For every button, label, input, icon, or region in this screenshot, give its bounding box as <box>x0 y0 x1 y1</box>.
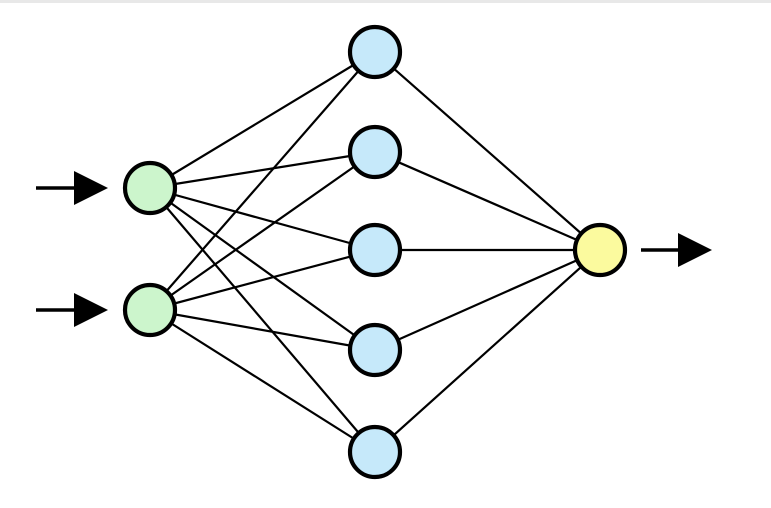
node-hid-4[interactable] <box>347 322 403 378</box>
edge-hid-1-to-out-1 <box>373 50 602 252</box>
edges-group <box>148 50 602 454</box>
edge-in-2-to-hid-1 <box>148 50 377 312</box>
edge-in-2-to-hid-4 <box>148 308 377 352</box>
input-arrow-1 <box>36 171 108 205</box>
input-arrow-2-head <box>74 293 108 327</box>
input-layer <box>122 160 178 338</box>
edge-in-2-to-hid-3 <box>148 248 377 312</box>
edge-in-1-to-hid-2 <box>148 150 377 190</box>
edge-hid-5-to-out-1 <box>373 248 602 454</box>
edge-in-2-to-hid-2 <box>148 150 377 312</box>
edge-hid-2-to-out-1 <box>373 150 602 252</box>
output-arrow-1 <box>641 233 712 267</box>
edge-hid-4-to-out-1 <box>373 248 602 352</box>
node-out-1[interactable] <box>572 222 628 278</box>
node-hid-1[interactable] <box>347 24 403 80</box>
node-hid-2[interactable] <box>347 124 403 180</box>
input-arrow-2 <box>36 293 108 327</box>
edge-in-1-to-hid-1 <box>148 50 377 190</box>
node-hid-5[interactable] <box>347 424 403 480</box>
output-arrow-1-head <box>678 233 712 267</box>
edge-in-1-to-hid-3 <box>148 186 377 252</box>
edge-in-2-to-hid-5 <box>148 308 377 454</box>
top-band-divider <box>0 0 771 3</box>
nodes-group <box>122 24 628 480</box>
output-layer <box>572 222 628 278</box>
edge-in-1-to-hid-4 <box>148 186 377 352</box>
node-in-2[interactable] <box>122 282 178 338</box>
node-in-1[interactable] <box>122 160 178 216</box>
input-arrow-1-head <box>74 171 108 205</box>
edge-in-1-to-hid-5 <box>148 186 377 454</box>
node-hid-3[interactable] <box>347 222 403 278</box>
hidden-layer <box>347 24 403 480</box>
arrows-group <box>36 171 712 327</box>
